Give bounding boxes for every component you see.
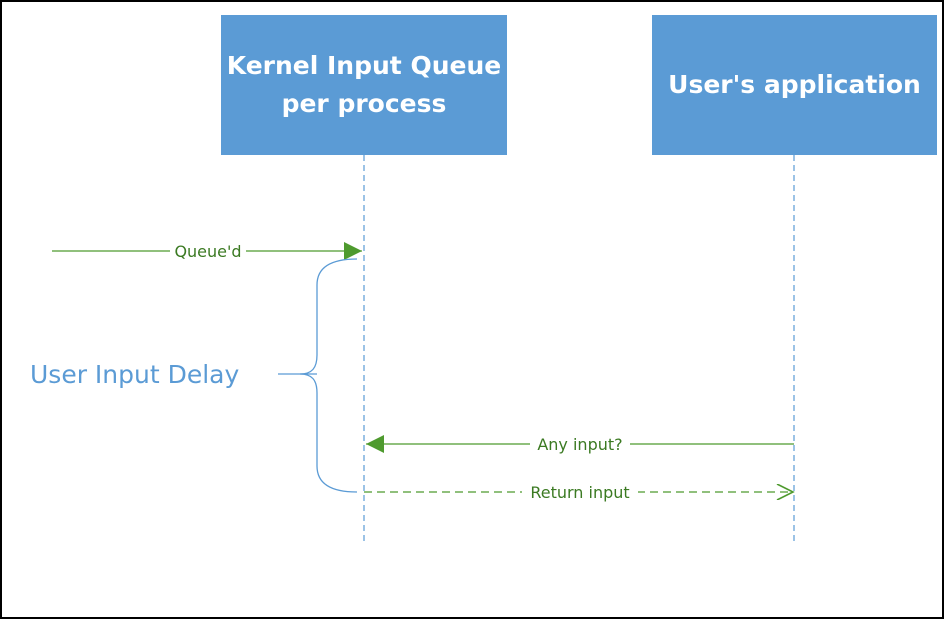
user-application-box: User's application	[652, 15, 937, 155]
return-input-label-bg	[522, 482, 638, 502]
kernel-box-label-line1: Kernel Input Queue	[226, 51, 502, 80]
any-input-label-bg	[530, 434, 630, 454]
app-box-label: User's application	[668, 70, 921, 99]
user-input-delay-label: User Input Delay	[30, 360, 240, 389]
queued-label: Queue'd	[174, 242, 241, 261]
queued-label-bg	[170, 241, 246, 261]
kernel-box-label-line2: per process	[281, 89, 447, 118]
return-input-label: Return input	[530, 483, 629, 502]
any-input-label: Any input?	[537, 435, 622, 454]
kernel-input-queue-box: Kernel Input Queue per process	[221, 15, 507, 155]
delay-brace	[299, 258, 358, 493]
